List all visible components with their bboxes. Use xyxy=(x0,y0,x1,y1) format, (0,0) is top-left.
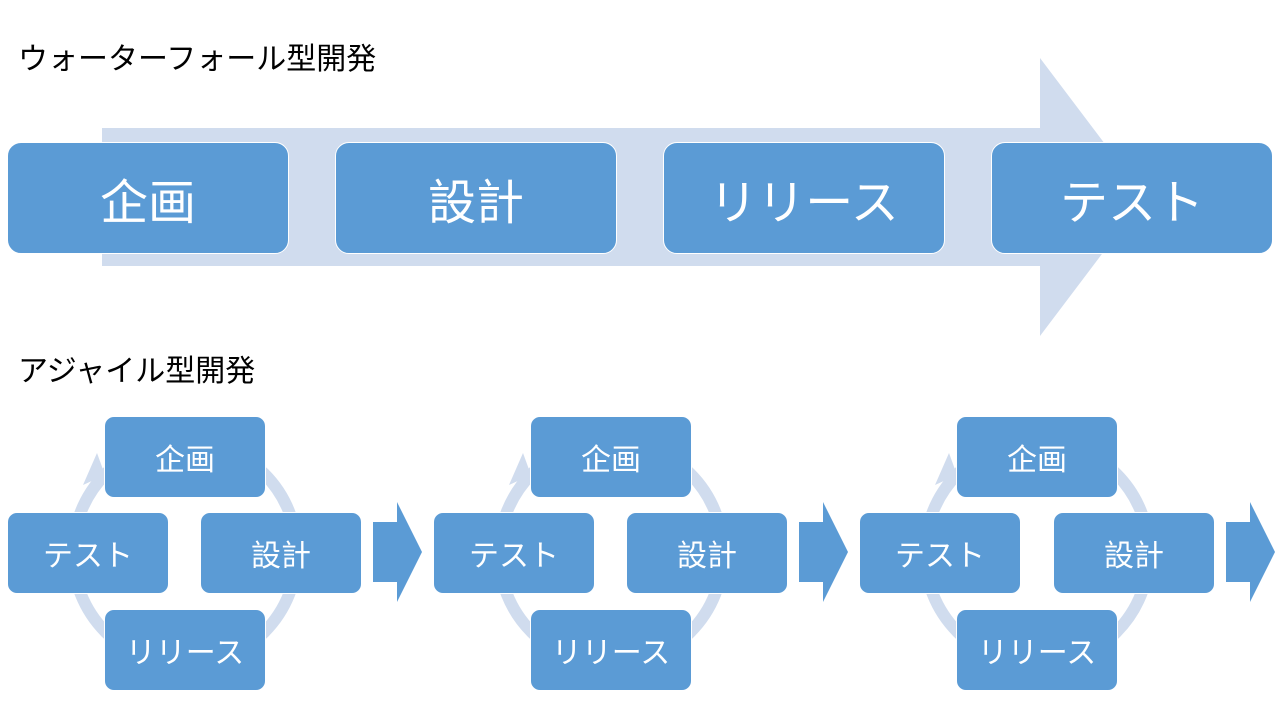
waterfall-step-design: 設計 xyxy=(335,142,617,254)
agile-cycle-2-release: リリース xyxy=(530,609,692,691)
agile-cycle-3-design: 設計 xyxy=(1053,512,1215,594)
agile-cycle-3-release: リリース xyxy=(956,609,1118,691)
agile-cycle-3-test: テスト xyxy=(859,512,1021,594)
agile-cycle-3-planning: 企画 xyxy=(956,416,1118,498)
agile-cycle-2-design: 設計 xyxy=(626,512,788,594)
waterfall-step-release: リリース xyxy=(663,142,945,254)
agile-cycle-1-test: テスト xyxy=(7,512,169,594)
waterfall-step-planning: 企画 xyxy=(7,142,289,254)
agile-cycle-2-test: テスト xyxy=(433,512,595,594)
agile-cycle-1-planning: 企画 xyxy=(104,416,266,498)
agile-next-arrow-1 xyxy=(373,502,422,602)
agile-cycle-1-release: リリース xyxy=(104,609,266,691)
waterfall-step-test: テスト xyxy=(991,142,1273,254)
agile-heading: アジャイル型開発 xyxy=(18,354,256,389)
agile-cycle-2-planning: 企画 xyxy=(530,416,692,498)
agile-next-arrow-3 xyxy=(1226,502,1275,602)
agile-next-arrow-2 xyxy=(799,502,848,602)
waterfall-heading: ウォーターフォール型開発 xyxy=(18,42,377,77)
agile-cycle-1-design: 設計 xyxy=(200,512,362,594)
